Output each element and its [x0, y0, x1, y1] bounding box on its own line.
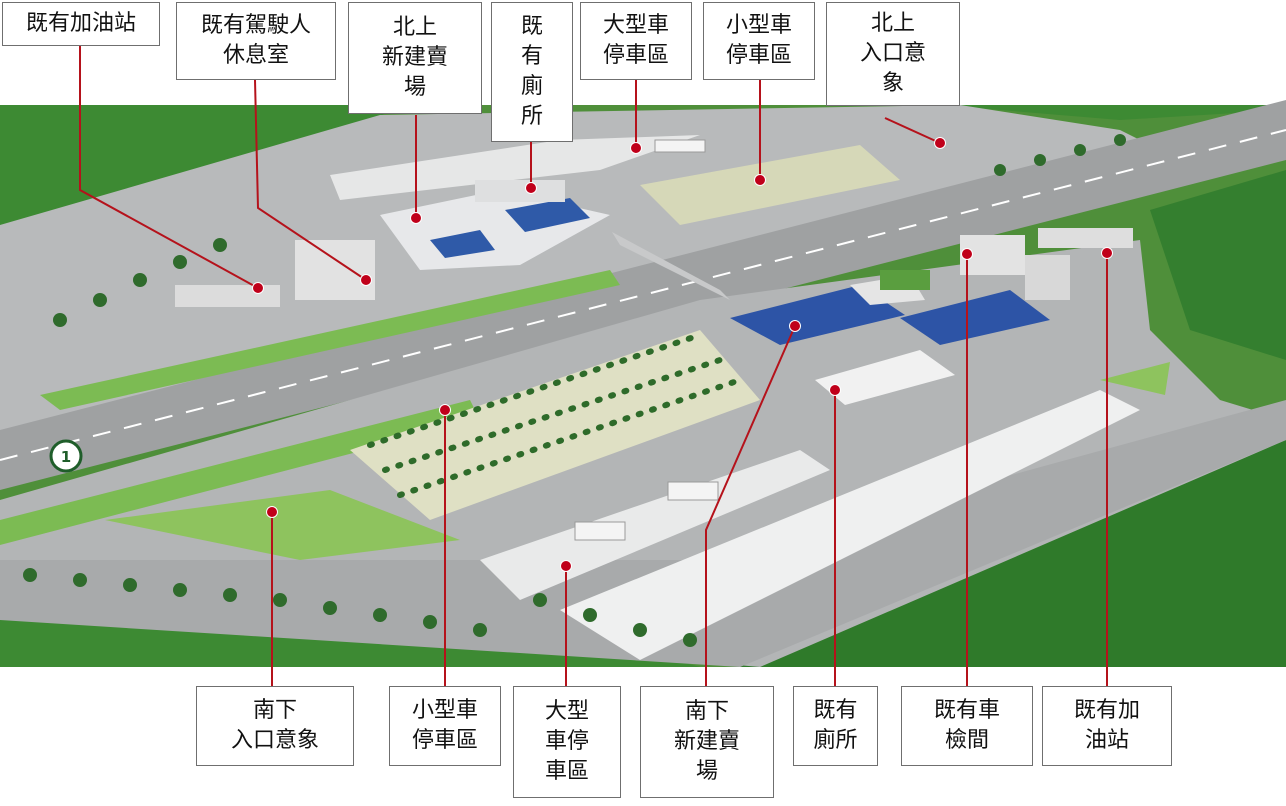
green-strip-south	[0, 400, 480, 545]
green-roof-patch	[880, 270, 930, 290]
south-new-shop-roof-left	[730, 285, 905, 345]
small-car-parking-north	[640, 145, 900, 225]
marker-large-vehicle-parking-south	[560, 560, 572, 572]
south-building-block	[1025, 255, 1070, 300]
marker-north-entrance-landmark	[934, 137, 946, 149]
label-existing-toilet-north: 既 有 廁 所	[491, 2, 573, 142]
main-highway	[0, 100, 1286, 490]
marker-large-vehicle-parking-north	[630, 142, 642, 154]
field-right	[1150, 170, 1286, 360]
trucks	[574, 139, 719, 541]
leader-lines	[79, 46, 1108, 686]
marker-existing-driver-lounge	[360, 274, 372, 286]
north-shop-solar-roof-2	[430, 230, 495, 258]
label-large-vehicle-parking-north: 大型車 停車區	[580, 2, 692, 80]
marker-south-entrance-landmark	[266, 506, 278, 518]
label-north-entrance-landmark: 北上 入口意 象	[826, 2, 960, 106]
south-new-shop-roof-right	[900, 290, 1050, 345]
existing-lounge-building	[295, 240, 375, 300]
parking-tree-rows	[367, 332, 743, 498]
pedestrian-bridge	[612, 232, 730, 300]
leader-existing-gas-station-north	[79, 46, 259, 289]
label-existing-gas-station-south: 既有加 油站	[1042, 686, 1172, 766]
leader-north-entrance-landmark	[884, 117, 941, 144]
marker-south-new-shop	[789, 320, 801, 332]
marker-existing-gas-station-south	[1101, 247, 1113, 259]
large-vehicle-parking-north-area	[330, 135, 700, 200]
south-gas-station-canopy	[1038, 228, 1133, 248]
south-access-road	[0, 400, 1286, 667]
label-south-entrance-landmark: 南下 入口意象	[196, 686, 354, 766]
label-small-vehicle-parking-south: 小型車 停車區	[389, 686, 501, 766]
green-island-south	[105, 490, 460, 560]
label-existing-vehicle-inspection: 既有車 檢間	[901, 686, 1033, 766]
north-gas-station-canopy	[175, 285, 280, 307]
field-upper-right	[940, 105, 1286, 120]
north-toilet-building	[475, 180, 565, 202]
leader-south-new-shop	[705, 325, 796, 686]
marker-small-vehicle-parking-north	[754, 174, 766, 186]
marker-existing-toilet-north	[525, 182, 537, 194]
highway-badge-number: 1	[61, 448, 71, 466]
south-toilet-building	[815, 350, 955, 405]
label-existing-gas-station-north: 既有加油站	[2, 2, 160, 46]
label-north-new-shop: 北上 新建賣 場	[348, 2, 482, 114]
label-small-vehicle-parking-north: 小型車 停車區	[703, 2, 815, 80]
north-shop-solar-roof	[505, 198, 590, 232]
leader-existing-driver-lounge	[254, 79, 367, 281]
label-existing-driver-lounge: 既有駕駛人 休息室	[176, 2, 336, 80]
label-south-new-shop: 南下 新建賣 場	[640, 686, 774, 798]
highway-tree-rows	[23, 134, 1126, 647]
marker-existing-vehicle-inspection	[961, 248, 973, 260]
marker-existing-toilet-south	[829, 384, 841, 396]
national-freeway-badge: 1	[49, 439, 83, 473]
small-car-parking-south	[350, 330, 760, 520]
green-island-east	[1100, 362, 1170, 395]
green-strip-north	[40, 270, 620, 410]
marker-existing-gas-station-north	[252, 282, 264, 294]
marker-north-new-shop	[410, 212, 422, 224]
marker-small-vehicle-parking-south	[439, 404, 451, 416]
label-existing-toilet-south: 既有 廁所	[793, 686, 878, 766]
label-large-vehicle-parking-south: 大型 車停 車區	[513, 686, 621, 798]
